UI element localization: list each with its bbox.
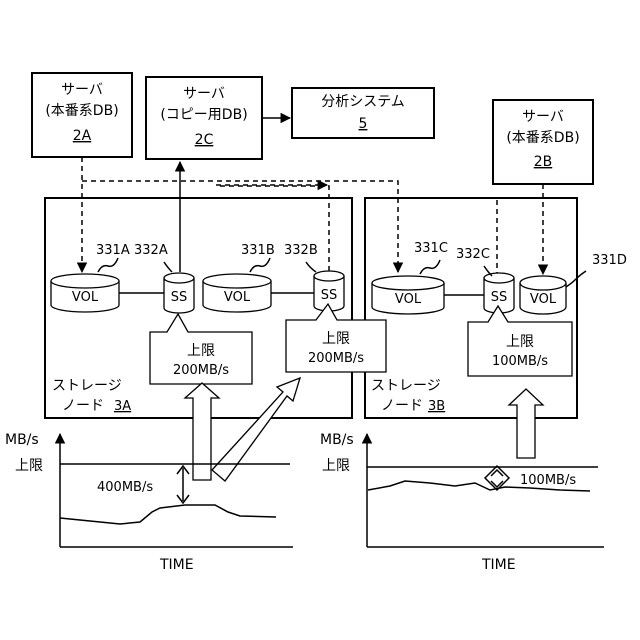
- server-2a-id: 2A: [73, 128, 92, 144]
- ref-331b: 331B: [241, 243, 275, 258]
- vol-331b-label: VOL: [224, 290, 251, 305]
- ss-332a-label: SS: [171, 290, 188, 305]
- graph-b-gap-arrowheads: [491, 470, 503, 487]
- vol-331a-label: VOL: [72, 290, 99, 305]
- vol-331d: VOL: [520, 276, 566, 314]
- graph-b-ylabel: MB/s: [320, 432, 354, 448]
- server-2b-title: サーバ: [522, 109, 564, 125]
- ss-332b-label: SS: [321, 288, 338, 303]
- storage-node-3b-id: 3B: [428, 399, 445, 414]
- server-2b: サーバ (本番系DB) 2B: [493, 100, 593, 184]
- analysis-system-5: 分析システム 5: [292, 88, 434, 138]
- storage-node-3a-id: 3A: [114, 399, 131, 414]
- callout-332c-value: 100MB/s: [492, 354, 548, 369]
- ref-331c: 331C: [414, 241, 448, 256]
- vol-331c-label: VOL: [395, 292, 422, 307]
- callout-332a-title: 上限: [187, 343, 215, 359]
- hollow-arrow-up-3a: [185, 383, 219, 480]
- analysis-system-title: 分析システム: [321, 94, 405, 110]
- ref-332c: 332C: [456, 247, 490, 262]
- callout-332b-title: 上限: [322, 331, 350, 347]
- server-2c-subtitle: (コピー用DB): [160, 107, 247, 123]
- server-2a-title: サーバ: [61, 82, 103, 98]
- storage-node-3b-label1: ストレージ: [371, 378, 441, 394]
- ref-331d: 331D: [592, 253, 627, 268]
- server-2c: サーバ (コピー用DB) 2C: [146, 77, 262, 159]
- graph-b: MB/s 上限 TIME 100MB/s: [320, 432, 604, 573]
- graph-a-limit-label: 上限: [15, 458, 43, 474]
- storage-node-3b-label2: ノード: [381, 398, 423, 414]
- graph-a: MB/s 上限 TIME 400MB/s: [5, 432, 293, 573]
- ref-331a: 331A: [96, 243, 130, 258]
- storage-node-3a-label2: ノード: [62, 398, 104, 414]
- callout-332a-value: 200MB/s: [173, 363, 229, 378]
- graph-a-usage-curve: [60, 505, 276, 524]
- callout-332b-value: 200MB/s: [308, 351, 364, 366]
- callout-332c-title: 上限: [506, 334, 534, 350]
- server-2a-subtitle: (本番系DB): [45, 103, 118, 119]
- server-2a: サーバ (本番系DB) 2A: [32, 73, 132, 157]
- hollow-arrow-up-3b: [509, 389, 543, 458]
- graph-b-xlabel: TIME: [481, 557, 516, 573]
- server-2b-subtitle: (本番系DB): [506, 130, 579, 146]
- storage-node-3a-label1: ストレージ: [52, 378, 122, 394]
- vol-331c: VOL: [372, 276, 444, 314]
- vol-331a: VOL: [51, 274, 119, 312]
- graph-a-value-label: 400MB/s: [97, 480, 153, 495]
- ref-332b: 332B: [284, 243, 318, 258]
- vol-331d-label: VOL: [530, 292, 557, 307]
- graph-b-limit-label: 上限: [322, 458, 350, 474]
- graph-a-ylabel: MB/s: [5, 432, 39, 448]
- ref-332a: 332A: [134, 243, 168, 258]
- graph-a-xlabel: TIME: [159, 557, 194, 573]
- ss-332a: SS: [164, 273, 194, 313]
- server-2c-id: 2C: [195, 132, 214, 148]
- ss-332c-label: SS: [491, 290, 508, 305]
- server-2b-id: 2B: [534, 154, 553, 170]
- server-2c-title: サーバ: [183, 86, 225, 102]
- graph-b-value-label: 100MB/s: [520, 473, 576, 488]
- analysis-system-id: 5: [359, 116, 368, 132]
- vol-331b: VOL: [203, 274, 271, 312]
